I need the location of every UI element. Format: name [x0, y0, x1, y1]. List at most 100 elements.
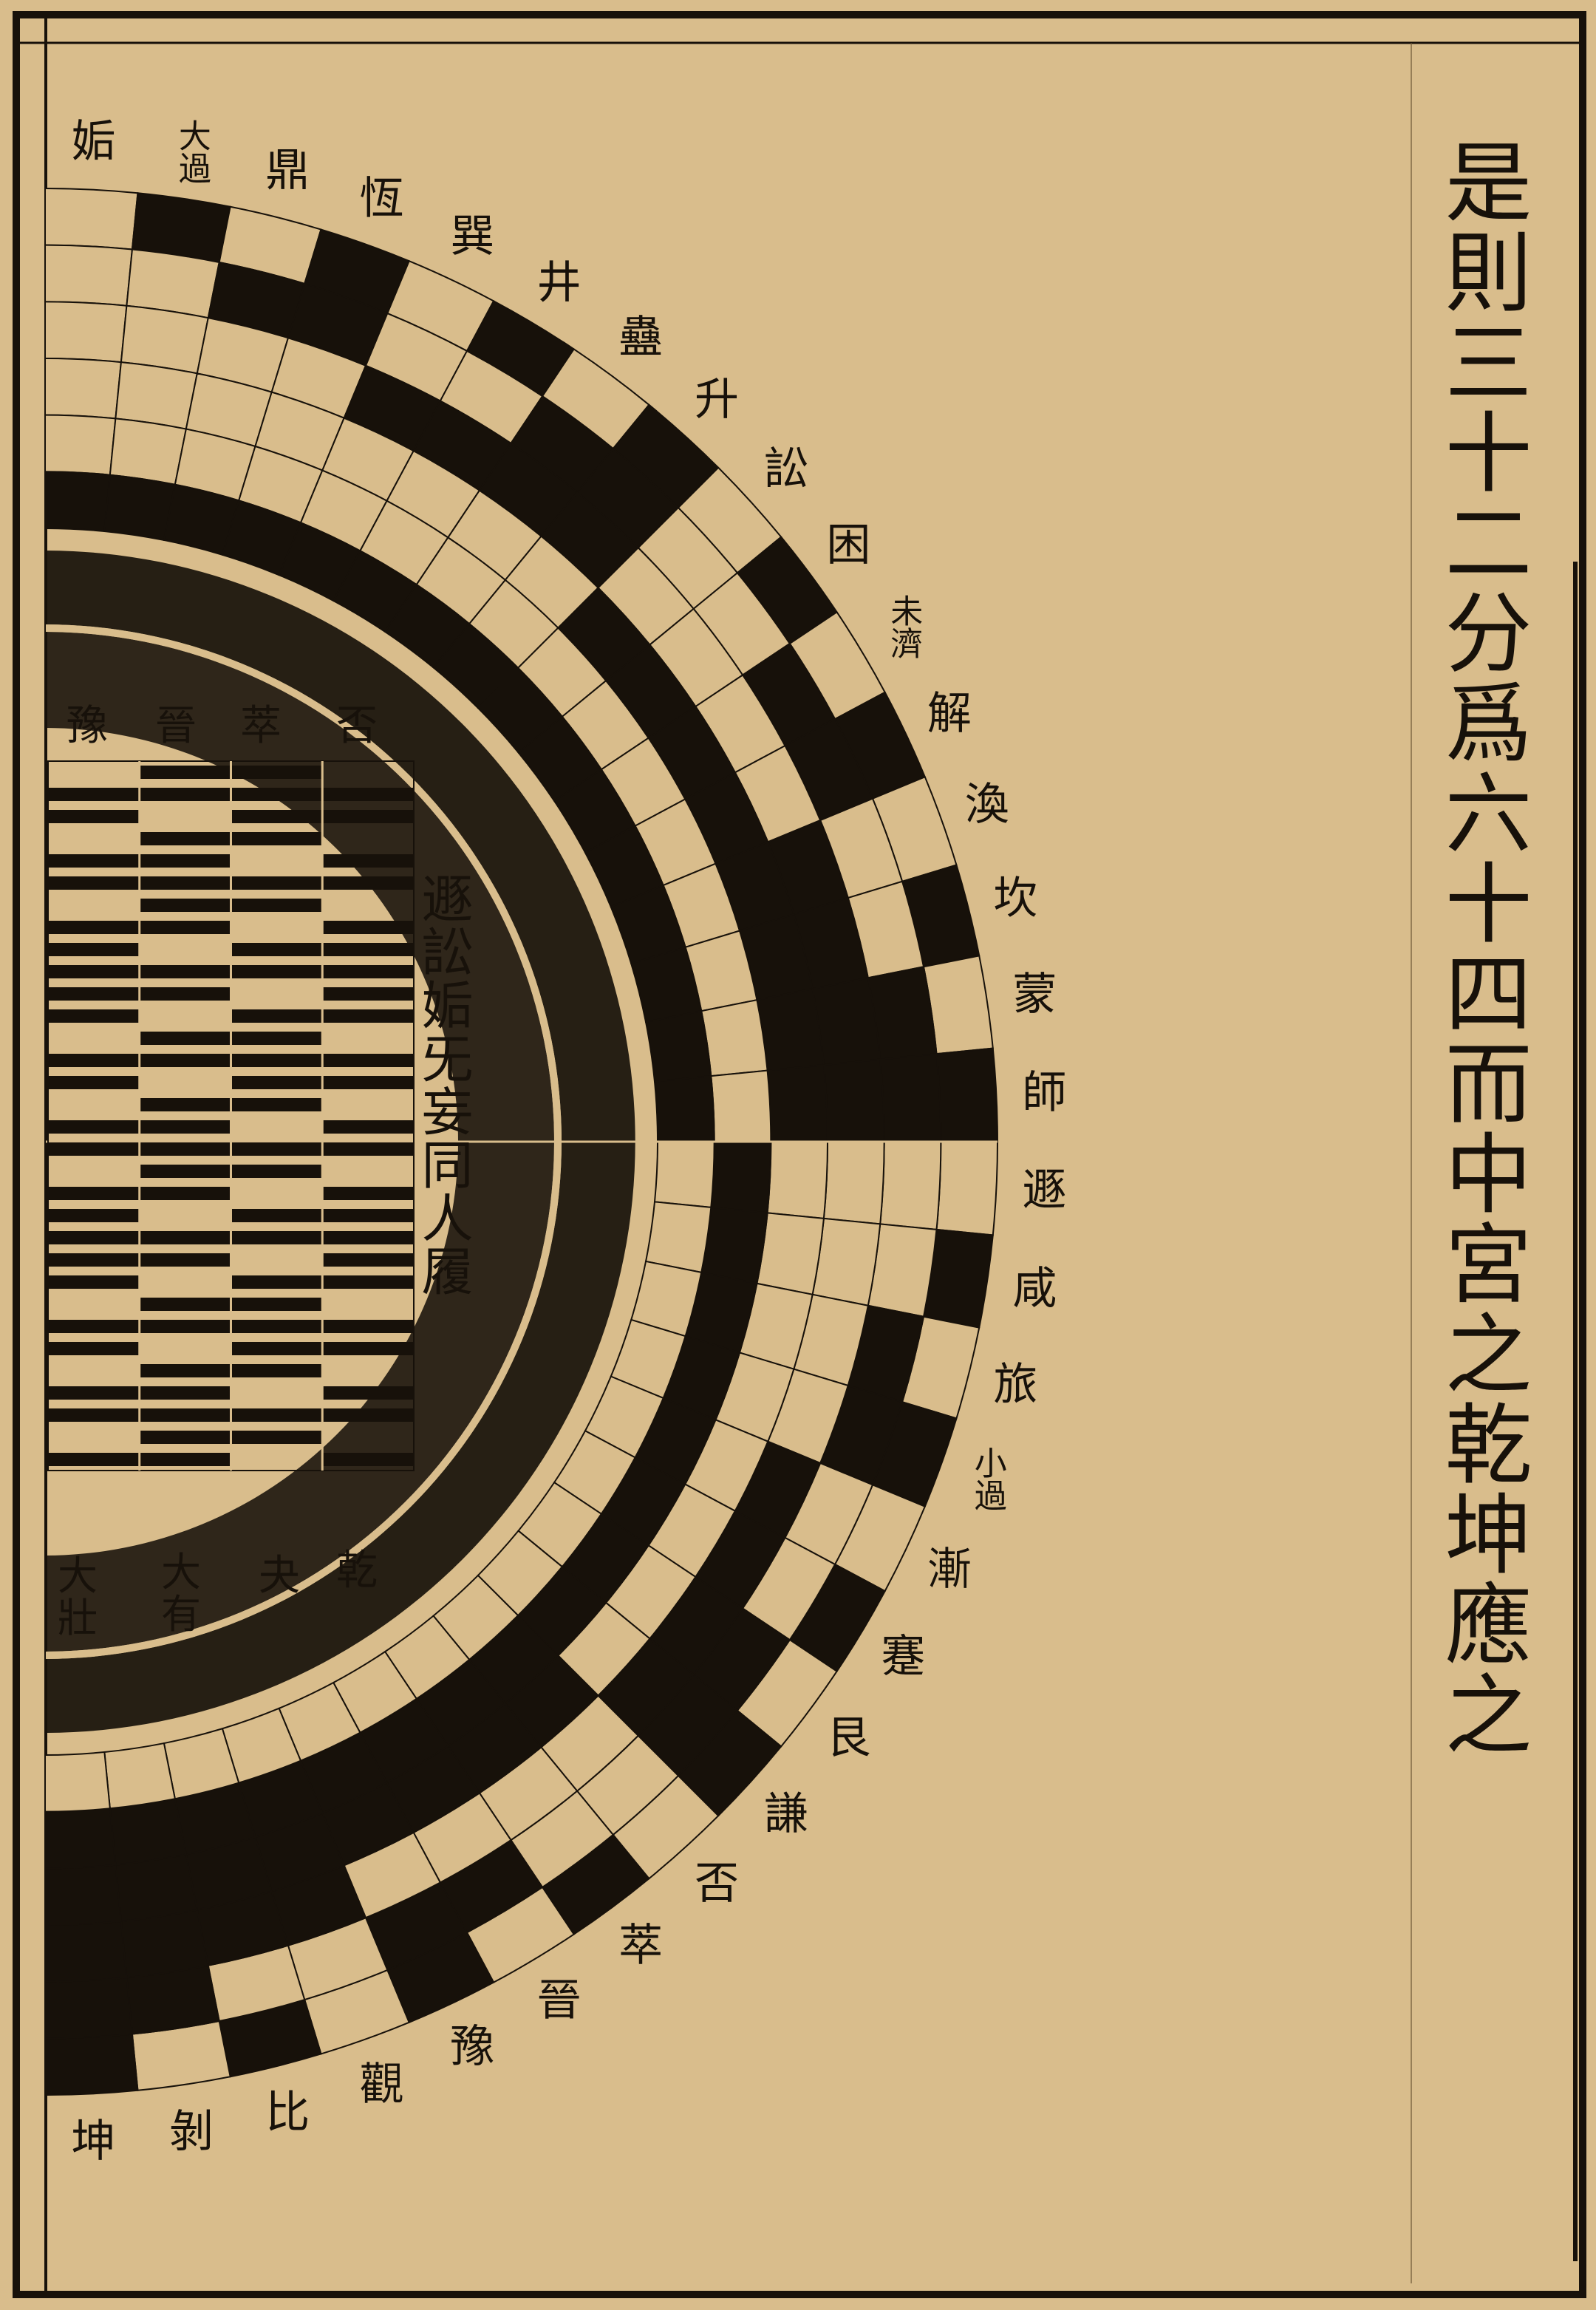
inner-block-bar [139, 1386, 231, 1400]
page-frame [13, 11, 1586, 2298]
inner-block-bar [231, 899, 323, 912]
inner-block-bar [139, 1054, 231, 1067]
inner-block-bar [231, 1364, 323, 1377]
inner-top-label-1: 豫 [66, 702, 108, 750]
inner-block-bar [322, 1408, 414, 1422]
inner-bottom-label-4: 乾 [336, 1547, 378, 1595]
outer-ring-label: 解 [927, 687, 972, 740]
inner-block-bar [139, 921, 231, 934]
outer-ring-cell [644, 1009, 712, 1083]
outer-ring-cell [700, 1206, 768, 1285]
inner-block-bar [48, 788, 140, 801]
outer-ring-label: 姤 [71, 115, 116, 168]
inner-block-bar [48, 1076, 140, 1089]
inner-block-bar [48, 921, 140, 934]
inner-block-bar [139, 854, 231, 868]
inner-block-bar [48, 1320, 140, 1333]
inner-block-bar [139, 1032, 231, 1045]
inner-block-bar [231, 1275, 323, 1289]
inner-block-bar [231, 876, 323, 890]
inner-block-bar [139, 1298, 231, 1311]
inner-block-bar [231, 1431, 323, 1444]
inner-block-bar [139, 965, 231, 978]
inner-block-bar [139, 987, 231, 1001]
outer-ring-cell [935, 1047, 999, 1142]
outer-ring-label: 咸 [1012, 1262, 1057, 1315]
inner-block-bar [48, 1453, 140, 1466]
outer-ring-label: 晉 [536, 1975, 582, 2027]
outer-ring-cell [710, 1069, 772, 1142]
inner-block-bar [48, 987, 140, 1001]
inner-block-bar [139, 1142, 231, 1156]
outer-ring-cell [700, 998, 768, 1077]
inner-top-label-2: 晉 [155, 702, 197, 750]
outer-ring-cell [46, 358, 122, 420]
outer-ring-cell [46, 301, 128, 364]
inner-block-bar [231, 1142, 323, 1156]
inner-block-bar [139, 876, 231, 890]
inner-block-bar [322, 1054, 414, 1067]
outer-ring-cell [653, 1141, 715, 1208]
inner-block-bar [231, 1231, 323, 1244]
inner-block-bar [322, 1320, 414, 1333]
outer-ring-cell [46, 1751, 111, 1813]
outer-ring-label: 大過 [172, 118, 211, 184]
inner-block-bar [231, 1298, 323, 1311]
inner-block-bar [231, 1209, 323, 1222]
inner-block-bar [48, 1253, 140, 1267]
outer-ring-label: 渙 [964, 778, 1009, 831]
inner-block-bar [48, 1386, 140, 1400]
outer-ring-cell [46, 1864, 122, 1926]
outer-ring-cell [756, 988, 825, 1071]
outer-ring-label: 觀 [359, 2058, 404, 2110]
outer-hexagram-ring [46, 188, 999, 2096]
inner-block-bar [231, 1165, 323, 1178]
inner-block-bar [322, 854, 414, 868]
outer-ring-cell [644, 1201, 712, 1274]
inner-block-bar [139, 1120, 231, 1134]
outer-ring-label: 遯 [1022, 1165, 1067, 1217]
inner-block-bar [322, 1275, 414, 1289]
inner-block-bar [48, 943, 140, 956]
outer-ring-cell [653, 1075, 715, 1142]
inner-block-bar [231, 943, 323, 956]
outer-ring-cell [115, 1853, 198, 1922]
inner-block-bar [231, 1320, 323, 1333]
inner-block-bar [231, 788, 323, 801]
outer-ring-label: 小過 [968, 1446, 1006, 1512]
inner-solid-band [46, 632, 554, 1652]
outer-ring-label: 蠱 [618, 311, 664, 364]
inner-block-bar [322, 987, 414, 1001]
inner-block-bar [322, 1231, 414, 1244]
main-vertical-text: 是則三十二分爲六十四而中宮之乾坤應之 [1430, 137, 1532, 1759]
inner-block-bar [231, 1076, 323, 1089]
outer-ring-label: 鼎 [265, 144, 310, 197]
inner-block-bar [139, 1165, 231, 1178]
inner-block-bar [139, 1453, 231, 1466]
outer-ring-label: 萃 [618, 1920, 664, 1972]
outer-ring-cell [710, 1141, 772, 1214]
outer-ring-label: 坤 [71, 2116, 116, 2168]
inner-block-bar [48, 1120, 140, 1134]
inner-top-label-4: 否 [336, 702, 378, 750]
outer-ring-label: 蹇 [881, 1630, 926, 1683]
inner-block-bar [322, 921, 414, 934]
inner-block-bar [231, 1009, 323, 1023]
inner-block-bar [48, 1342, 140, 1355]
outer-ring-label: 豫 [450, 2020, 495, 2073]
outer-ring-label: 井 [536, 256, 582, 309]
inner-block-bar [139, 1431, 231, 1444]
inner-block-bar [231, 1342, 323, 1355]
inner-block-bar [48, 1408, 140, 1422]
inner-vertical-list: 遯訟姤旡妄同人履 [413, 872, 474, 1298]
outer-ring-cell [46, 1977, 134, 2040]
outer-ring-label: 漸 [927, 1544, 972, 1596]
inner-block-bar [322, 1120, 414, 1134]
outer-ring-cell [46, 188, 139, 251]
outer-ring-label: 旅 [993, 1359, 1038, 1411]
outer-ring-label: 坎 [993, 872, 1038, 924]
outer-ring-label: 比 [265, 2087, 310, 2139]
inner-block-bar [231, 766, 323, 779]
inner-block-bar [139, 1364, 231, 1377]
